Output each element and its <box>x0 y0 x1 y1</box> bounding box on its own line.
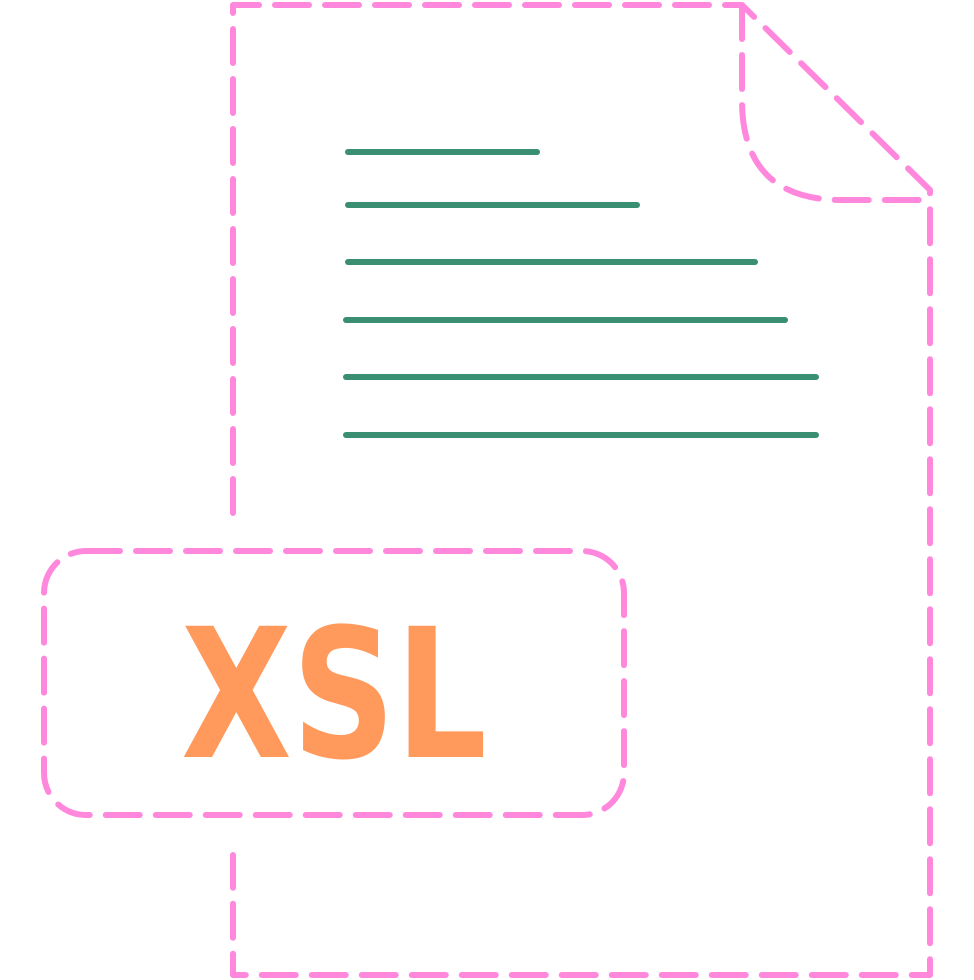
extension-label: XSL <box>181 591 487 800</box>
extension-label-box <box>41 548 627 818</box>
document-outline <box>230 2 933 978</box>
document-text-lines <box>343 149 819 438</box>
folded-corner <box>739 2 933 203</box>
